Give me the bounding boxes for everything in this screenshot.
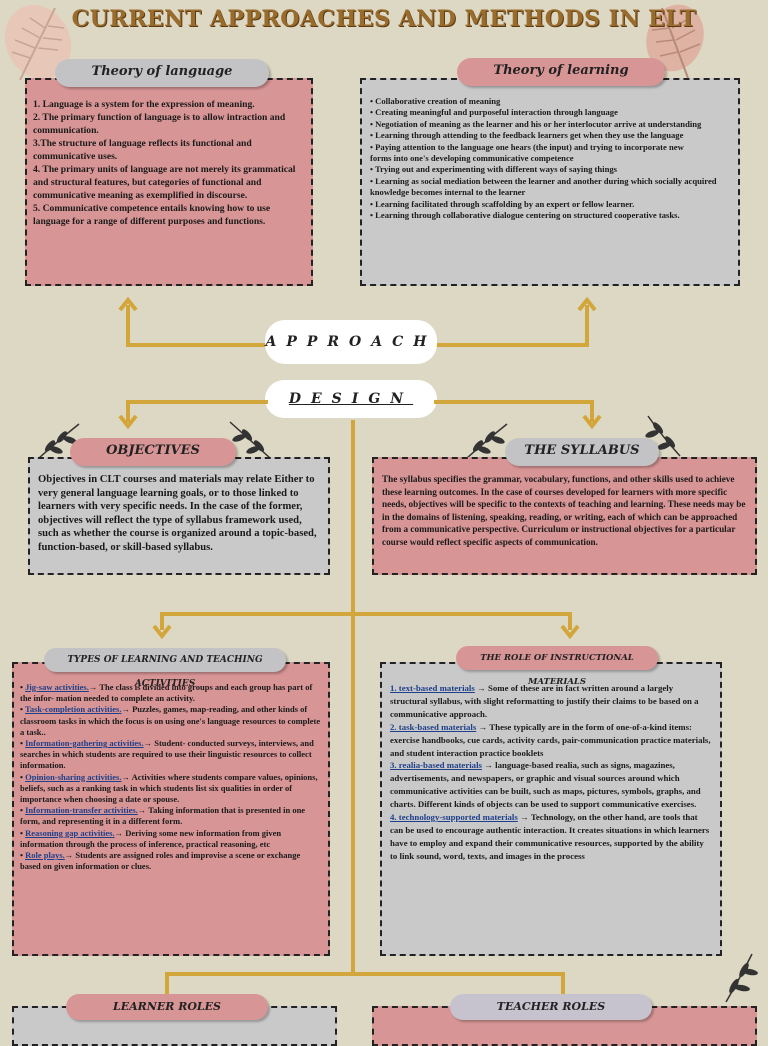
connector-line [568, 612, 572, 630]
design-label: DESIGN [265, 380, 437, 418]
activities-list: • Jig-saw activities.→ The class is divi… [20, 682, 322, 872]
activity-term: Task-completion activities. [24, 704, 122, 715]
connector-line [351, 420, 355, 975]
material-desc: → Some of these are in fact written arou… [390, 683, 699, 719]
objectives-box: Objectives in CLT courses and materials … [28, 457, 330, 575]
activity-term: Jig-saw activities. [25, 682, 89, 692]
list-item: • Negotiation of meaning as the learner … [370, 118, 702, 129]
list-item: • Trying out and experimenting with diff… [370, 164, 617, 175]
list-item: • Role plays.→ Students are assigned rol… [20, 850, 301, 872]
list-item: • Learning through collaborative dialogu… [370, 210, 680, 221]
learner-roles-heading: LEARNER ROLES [66, 994, 268, 1020]
theory-language-heading: Theory of language [55, 59, 269, 87]
connector-line [126, 305, 130, 345]
syllabus-box: The syllabus specifies the grammar, voca… [372, 457, 757, 575]
list-item: • Opinion-sharing activities.→ Activitie… [20, 771, 318, 805]
arrow-up-icon [118, 296, 138, 312]
connector-line [160, 612, 572, 616]
connector-line [165, 972, 565, 976]
theory-learning-heading: Theory of learning [457, 58, 665, 86]
list-item: 4. technology-supported materials → Tech… [390, 811, 712, 863]
arrow-down-icon [560, 624, 580, 640]
list-item: 1. text-based materials → Some of these … [390, 682, 712, 721]
activity-desc: → Activities where students compare valu… [20, 771, 318, 805]
material-term: 1. text-based materials [390, 683, 475, 693]
list-item: • Jig-saw activities.→ The class is divi… [20, 682, 313, 704]
teacher-roles-heading: TEACHER ROLES [450, 994, 652, 1020]
list-item: • Learning through attending to the feed… [370, 130, 684, 141]
list-item: forms into one's developing communicativ… [370, 153, 574, 164]
activity-term: Role plays. [25, 850, 65, 861]
list-item: • Learning as social mediation between t… [370, 175, 717, 198]
page-title: CURRENT APPROACHES AND METHODS IN ELT [71, 6, 697, 32]
plant-icon [725, 953, 758, 1003]
connector-line [165, 972, 169, 994]
list-item: • Learning facilitated through scaffoldi… [370, 198, 635, 209]
list-item: 1. Language is a system for the expressi… [33, 99, 255, 110]
activities-heading: TYPES OF LEARNING AND TEACHING ACTIVITIE… [44, 648, 286, 689]
approach-label: APPROACH [265, 320, 437, 364]
theory-learning-list: • Collaborative creation of meaning • Cr… [370, 96, 730, 221]
list-item: 4. The primary units of language are not… [33, 164, 296, 201]
list-item: 2. task-based materials → These typicall… [390, 721, 712, 760]
theory-learning-box: • Collaborative creation of meaning • Cr… [360, 78, 740, 286]
leaf-decoration-icon [4, 5, 72, 81]
activity-term: Opinion-sharing activities. [25, 771, 122, 782]
list-item: 5. Communicative competence entails know… [33, 203, 271, 227]
materials-box: 1. text-based materials → Some of these … [380, 662, 722, 956]
list-item: 3. realia-based materials → language-bas… [390, 759, 712, 811]
connector-line [160, 612, 164, 630]
activity-desc: → The class is divided into groups and e… [20, 682, 313, 704]
activity-desc: → Student- conducted surveys, interviews… [20, 738, 314, 771]
material-term: 2. task-based materials [390, 721, 477, 732]
activity-desc: → Students are assigned roles and improv… [20, 850, 301, 872]
arrow-down-icon [118, 414, 138, 430]
list-item: • Collaborative creation of meaning [370, 96, 501, 106]
theory-language-box: 1. Language is a system for the expressi… [25, 78, 313, 286]
theory-language-list: 1. Language is a system for the expressi… [33, 98, 305, 228]
material-desc: → language-based realia, such as signs, … [390, 760, 701, 810]
material-desc: → Technology, on the other hand, are too… [390, 812, 710, 861]
connector-line [590, 400, 594, 422]
list-item: 2. The primary function of language is t… [33, 112, 286, 136]
list-item: • Paying attention to the language one h… [370, 141, 684, 152]
plant-icon [229, 421, 271, 459]
connector-line [126, 343, 276, 347]
list-item: 3.The structure of language reflects its… [33, 138, 252, 162]
connector-line [561, 972, 565, 994]
connector-line [126, 400, 130, 422]
connector-line [430, 343, 589, 347]
material-term: 4. technology-supported materials [390, 812, 518, 823]
leaf-decoration-icon [646, 4, 704, 79]
syllabus-heading: THE SYLLABUS [505, 438, 659, 466]
list-item: • Task-completion activities.→ Puzzles, … [20, 704, 321, 737]
connector-line [585, 305, 589, 345]
materials-list: 1. text-based materials → Some of these … [390, 682, 712, 863]
material-term: 3. realia-based materials [390, 760, 482, 771]
arrow-down-icon [582, 414, 602, 430]
plant-icon [645, 415, 681, 457]
objectives-heading: OBJECTIVES [70, 438, 236, 466]
materials-heading: THE ROLE OF INSTRUCTIONAL MATERIALS [456, 646, 658, 687]
list-item: • Reasoning gap activities.→ Deriving so… [20, 827, 282, 849]
activity-desc: → Puzzles, games, map-reading, and other… [20, 704, 321, 737]
arrow-up-icon [577, 296, 597, 312]
connector-line [434, 400, 594, 404]
plant-icon [466, 423, 508, 459]
list-item: • Information-transfer activities.→ Taki… [20, 805, 306, 827]
list-item: • Creating meaningful and purposeful int… [370, 107, 618, 118]
syllabus-text: The syllabus specifies the grammar, voca… [382, 474, 746, 547]
objectives-text: Objectives in CLT courses and materials … [38, 474, 317, 553]
activity-term: Information-transfer activities. [25, 805, 138, 816]
arrow-down-icon [152, 624, 172, 640]
activity-desc: → Taking information that is presented i… [20, 805, 306, 827]
activities-box: • Jig-saw activities.→ The class is divi… [12, 662, 330, 956]
activity-desc: → Deriving some new information from giv… [20, 827, 282, 849]
connector-line [126, 400, 268, 404]
list-item: • Information-gathering activities.→ Stu… [20, 738, 314, 771]
material-desc: → These typically are in the form of one… [390, 721, 711, 758]
activity-term: Reasoning gap activities. [25, 827, 115, 838]
activity-term: Information-gathering activities. [25, 738, 144, 749]
